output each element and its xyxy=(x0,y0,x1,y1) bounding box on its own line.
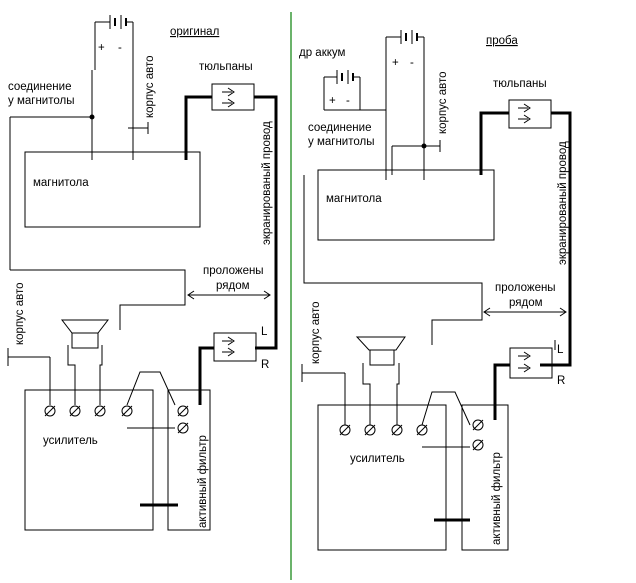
right-plus-small-label: + xyxy=(329,95,336,107)
left-L-label: L xyxy=(261,326,268,338)
left-filter-box xyxy=(167,389,211,531)
left-plus-label: + xyxy=(98,42,105,54)
right-junction-dot xyxy=(421,143,427,149)
right-tulips-box xyxy=(508,99,552,129)
right-amp-label: усилитель xyxy=(350,453,405,465)
right-headunit-label: магнитола xyxy=(326,193,382,205)
right-headunit-box xyxy=(317,169,495,241)
right-connection-label-1: соединение xyxy=(308,122,371,134)
right-shielded-wire xyxy=(540,111,572,367)
left-headunit-label: магнитола xyxy=(33,177,89,189)
right-L-label: L xyxy=(557,344,564,356)
right-car-body-left-label: корпус авто xyxy=(310,301,322,364)
left-battery xyxy=(94,15,134,70)
right-extra-battery-label: др аккум xyxy=(299,47,346,59)
left-connection-label-2: у магнитолы xyxy=(8,95,74,107)
right-amp-box xyxy=(317,404,447,551)
left-laid-label-1: проложены xyxy=(203,265,264,277)
left-laid-label-2: рядом xyxy=(216,280,250,292)
right-laid-label-2: рядом xyxy=(509,297,543,309)
left-speaker xyxy=(60,319,110,405)
right-speaker xyxy=(355,336,406,425)
right-car-body-top-label: корпус авто xyxy=(437,71,449,134)
right-minus-label: - xyxy=(410,57,414,69)
left-car-body-top-label: корпус авто xyxy=(144,55,156,118)
left-junction-dot xyxy=(89,114,95,120)
right-R-label: R xyxy=(557,375,565,387)
right-rca-bottom-box xyxy=(509,347,553,379)
right-minus-small-label: - xyxy=(346,95,350,107)
right-extra-battery xyxy=(323,70,361,111)
right-plus-label: + xyxy=(392,57,399,69)
left-shielded-wire xyxy=(254,95,278,350)
right-rca-wire-up xyxy=(479,111,509,175)
right-laid-label-1: проложены xyxy=(495,282,556,294)
left-rca-wire-up xyxy=(184,95,212,160)
right-filter-label: активный фильтр xyxy=(491,452,503,545)
right-filter-box xyxy=(461,404,509,551)
right-heading: проба xyxy=(486,35,518,47)
right-battery xyxy=(385,30,425,180)
left-heading: оригинал xyxy=(170,26,219,38)
left-connection-label-1: соединение xyxy=(8,81,71,93)
left-tulips-label: тюльпаны xyxy=(199,61,253,73)
left-headunit-box xyxy=(24,151,201,228)
left-car-body-left-label: корпус авто xyxy=(14,282,26,345)
right-shielded-label: экранированый провод xyxy=(557,141,569,265)
left-amp-box xyxy=(24,389,154,531)
left-amp-label: усилитель xyxy=(43,435,98,447)
left-diagram xyxy=(7,15,278,531)
left-shielded-label: экранированый провод xyxy=(261,121,273,245)
left-rca-bottom-box xyxy=(213,332,257,362)
left-R-label: R xyxy=(261,359,269,371)
right-tulips-label: тюльпаны xyxy=(493,78,547,90)
right-diagram xyxy=(301,30,572,551)
left-filter-label: активный фильтр xyxy=(197,435,209,528)
left-tulips-box xyxy=(211,83,255,111)
right-connection-label-2: у магнитолы xyxy=(308,136,374,148)
left-minus-label: - xyxy=(118,42,122,54)
